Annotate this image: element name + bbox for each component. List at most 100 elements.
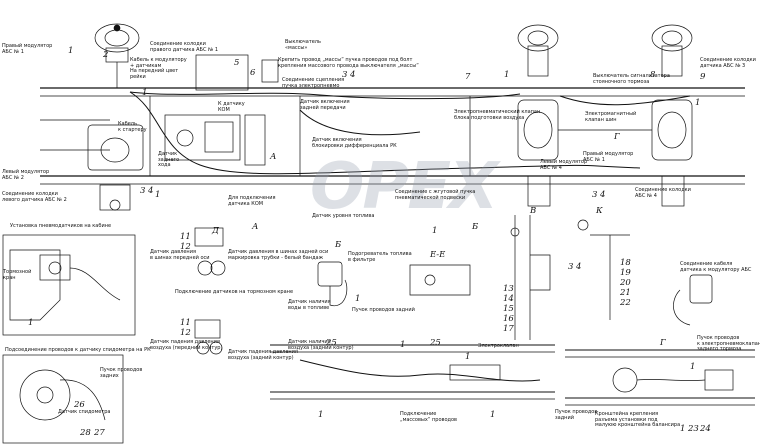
callout-3d: 3 <box>568 262 574 272</box>
front-hub-top <box>94 23 140 88</box>
callout-13: 13 <box>503 284 514 294</box>
callout-15: 15 <box>503 304 514 314</box>
section-ee: Е-Е <box>430 250 446 260</box>
callout-8: 8 <box>650 70 656 80</box>
callout-1m: 1 <box>28 318 34 328</box>
callout-22: 22 <box>620 298 631 308</box>
callout-1g: 1 <box>400 340 406 350</box>
gearbox-block <box>164 54 279 166</box>
watermark: OPEX <box>310 150 498 224</box>
callout-3a: 3 <box>342 70 348 80</box>
callout-1: 1 <box>68 46 74 56</box>
callout-1h: 1 <box>465 352 471 362</box>
callout-18: 18 <box>620 258 631 268</box>
callout-4b: 4 <box>148 186 154 196</box>
bottom-frame-right <box>565 349 755 406</box>
callout-19: 19 <box>620 268 631 278</box>
inset-cabin <box>2 234 136 336</box>
inset-ee-section <box>409 264 471 296</box>
callout-14: 14 <box>503 294 514 304</box>
harness-wires <box>129 91 691 175</box>
bottom-frame-left <box>270 344 555 400</box>
label-speedometer-conn: Подсоединение проводов к датчику спидоме… <box>5 347 151 353</box>
callout-20: 20 <box>620 278 631 288</box>
label-brake-sensors: Подключение датчиков на тормозном кране <box>175 289 294 295</box>
callout-4d: 4 <box>576 262 582 272</box>
front-axle-bottom <box>87 124 144 211</box>
callout-28: 28 <box>80 428 91 438</box>
callout-2: 2 <box>103 50 109 60</box>
callout-1l: 1 <box>690 362 696 372</box>
section-a2: А <box>252 222 259 232</box>
callout-17: 17 <box>503 324 514 334</box>
section-v: В <box>530 206 537 216</box>
rear-axle-bottom <box>517 99 693 207</box>
callout-4c: 4 <box>600 190 606 200</box>
callout-23: 23 <box>688 424 699 434</box>
callout-1f: 1 <box>432 226 438 236</box>
section-b: Б <box>335 240 342 250</box>
section-b2: Б <box>472 222 479 232</box>
inset-v-bracket <box>510 215 551 340</box>
callout-7: 7 <box>465 72 471 82</box>
label-cabin-install: Установка пневмодатчиков на кабине <box>10 223 112 229</box>
label-mass-wires: Подключение„массовых“ проводов <box>400 411 457 423</box>
callout-1e: 1 <box>155 190 161 200</box>
inset-speedometer <box>2 354 124 444</box>
label-fasten-mass: Крепить провод „массы“ пучка проводов по… <box>278 57 419 69</box>
callout-9: 9 <box>700 72 706 82</box>
callout-26: 26 <box>74 400 85 410</box>
callout-25b: 25 <box>430 338 441 348</box>
callout-24: 24 <box>700 424 711 434</box>
callout-1n: 1 <box>355 294 361 304</box>
callout-6: 6 <box>250 68 256 78</box>
section-a: А <box>270 152 277 162</box>
callout-1c: 1 <box>695 98 701 108</box>
rear-hubs-top <box>517 24 693 77</box>
label-rear-bundle: Пучок проводов задний <box>352 307 415 313</box>
section-d: Д <box>212 226 219 236</box>
callout-21: 21 <box>620 288 631 298</box>
section-k: К <box>596 206 603 216</box>
callout-4a: 4 <box>350 70 356 80</box>
callout-25: 25 <box>326 338 337 348</box>
callout-5: 5 <box>234 58 240 68</box>
callout-1i: 1 <box>318 410 324 420</box>
section-g2: Г <box>614 132 620 142</box>
callout-1d: 1 <box>142 88 148 98</box>
inset-abs-connector <box>673 274 713 326</box>
inset-fuel-heater <box>317 261 348 307</box>
chassis-frame <box>40 87 745 185</box>
callout-12: 12 <box>180 242 191 252</box>
label-fuel-level: Датчик уровня топлива <box>312 213 375 219</box>
inset-k-bracket <box>577 219 630 320</box>
